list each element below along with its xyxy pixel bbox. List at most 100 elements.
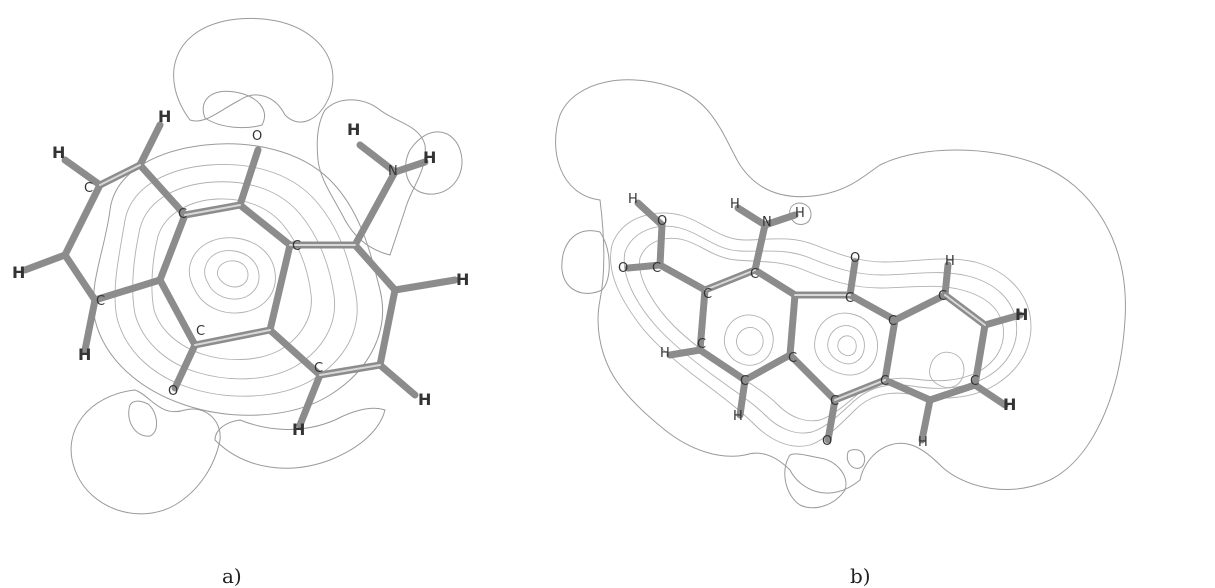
panel-a-contour-bottom-right bbox=[214, 407, 386, 469]
panel-b-bond bbox=[881, 316, 899, 384]
atom-label-c: C bbox=[740, 374, 749, 389]
panel-a-bond-highlight bbox=[319, 364, 381, 376]
panel-b-ring3-center bbox=[929, 351, 965, 388]
atom-label-c: C bbox=[292, 239, 301, 254]
atom-label-o: O bbox=[252, 129, 262, 144]
atom-label-o: O bbox=[168, 384, 178, 399]
atom-label-c: C bbox=[196, 324, 205, 339]
atom-label-h: H bbox=[418, 390, 431, 409]
panel-b-small-bottom bbox=[846, 449, 866, 469]
panel-a-bond bbox=[391, 158, 429, 176]
panel-a-bond-highlight bbox=[184, 204, 241, 216]
panel-b-quinone-center-3 bbox=[837, 335, 857, 357]
panel-b-quinone-center-1 bbox=[814, 312, 878, 376]
panel-a-bond bbox=[296, 371, 324, 429]
atom-label-h: H bbox=[1015, 305, 1028, 324]
panel-a-bond bbox=[356, 141, 399, 176]
panel-b: H O O H N H C C C O C H C C H H C C C C … bbox=[555, 79, 1126, 588]
atom-label-h: H bbox=[52, 143, 65, 162]
panel-a-bond bbox=[376, 361, 419, 399]
atom-label-h: H bbox=[660, 346, 670, 361]
atom-label-h: H bbox=[158, 107, 171, 126]
atom-label-h: H bbox=[12, 263, 25, 282]
atom-label-h: H bbox=[423, 148, 436, 167]
atom-label-h: H bbox=[456, 270, 469, 289]
panel-a-bond bbox=[351, 241, 399, 294]
panel-a-bond bbox=[391, 276, 459, 294]
panel-b-bond bbox=[881, 376, 934, 404]
panel-b-bond bbox=[846, 291, 899, 324]
panel-b-bond bbox=[786, 291, 799, 359]
panel-a-contour-right-lobe bbox=[405, 131, 463, 195]
panel-a-bond bbox=[351, 168, 399, 249]
atom-label-h: H bbox=[945, 254, 955, 269]
atom-label-c: C bbox=[880, 374, 889, 389]
panel-b-bottom-lobe bbox=[784, 453, 847, 509]
panel-b-bonds bbox=[624, 199, 1024, 444]
panel-a-bond bbox=[376, 286, 399, 369]
panel-b-outer-contour bbox=[555, 79, 1126, 494]
panel-b-bond bbox=[624, 261, 664, 272]
atom-label-h: H bbox=[78, 345, 91, 364]
panel-a-bond bbox=[266, 241, 294, 334]
atom-label-c: C bbox=[888, 314, 897, 329]
atom-label-c: C bbox=[96, 294, 105, 309]
atom-label-o: O bbox=[850, 251, 860, 266]
panel-a-bond-highlight bbox=[99, 164, 141, 186]
panel-a-bond bbox=[91, 276, 164, 304]
panel-a-bond bbox=[171, 341, 199, 392]
atom-label-c: C bbox=[970, 374, 979, 389]
panel-b-atom-labels: H O O H N H C C C O C H C C H H C C C C … bbox=[618, 192, 1028, 450]
panel-b-bond bbox=[981, 311, 1024, 329]
panel-a-bond bbox=[156, 276, 199, 349]
panel-b-bond bbox=[786, 351, 839, 404]
panel-a-contour-nh2 bbox=[316, 99, 426, 256]
panel-b-bond bbox=[696, 286, 709, 354]
panel-a-atom-labels: H O H N H H C C C H C C H H O C H H bbox=[12, 107, 469, 439]
atom-label-n: N bbox=[762, 215, 772, 230]
panel-b-ring1-center-2 bbox=[736, 327, 764, 356]
panel-b-bond bbox=[761, 211, 799, 229]
panel-a-contour-center-1 bbox=[188, 237, 276, 314]
atom-label-o: O bbox=[657, 214, 667, 229]
panel-a-bond bbox=[61, 156, 104, 189]
panel-a-contour-center-2 bbox=[204, 250, 260, 300]
atom-label-c: C bbox=[845, 291, 854, 306]
panel-b-core-1 bbox=[610, 212, 1032, 447]
atom-label-c: C bbox=[84, 181, 93, 196]
atom-label-c: C bbox=[697, 337, 706, 352]
panel-a-bond bbox=[156, 211, 189, 284]
panel-b-bond bbox=[941, 261, 952, 299]
panel-b-bond bbox=[918, 396, 934, 444]
panel-b-bond bbox=[634, 199, 666, 229]
atom-label-c: C bbox=[750, 267, 759, 282]
panel-b-core-2 bbox=[623, 225, 1018, 434]
panel-a-label: a) bbox=[222, 564, 242, 588]
atom-label-o: O bbox=[618, 261, 628, 276]
atom-label-c: C bbox=[938, 289, 947, 304]
panel-b-bond bbox=[971, 381, 1009, 409]
panel-a-bond bbox=[236, 201, 294, 249]
panel-b-bond bbox=[666, 346, 704, 359]
panel-b-bond bbox=[656, 261, 709, 294]
panel-a-contour-core-2 bbox=[114, 164, 358, 397]
atom-label-c: C bbox=[703, 287, 712, 302]
panel-b-bond bbox=[971, 321, 989, 389]
panel-a-bond bbox=[236, 146, 262, 209]
panel-b-bond bbox=[656, 221, 666, 269]
panel-a-contours bbox=[70, 18, 463, 515]
panel-b-quinone-center-2 bbox=[827, 325, 865, 365]
panel-a-small-contour-bottom bbox=[128, 400, 157, 437]
panel-a-bond bbox=[61, 181, 104, 259]
panel-b-bond-highlight bbox=[704, 269, 756, 291]
panel-b-ring1-center-1 bbox=[723, 314, 774, 366]
atom-label-c: C bbox=[788, 351, 797, 366]
panel-b-bond bbox=[751, 266, 799, 299]
atom-label-h: H bbox=[795, 206, 805, 221]
atom-label-c: C bbox=[652, 261, 661, 276]
atom-label-h: H bbox=[292, 420, 305, 439]
panel-b-bond bbox=[696, 346, 749, 384]
atom-label-h: H bbox=[1003, 395, 1016, 414]
atom-label-h: H bbox=[733, 409, 743, 424]
panel-a-outer-contour-top-inner bbox=[202, 90, 265, 129]
